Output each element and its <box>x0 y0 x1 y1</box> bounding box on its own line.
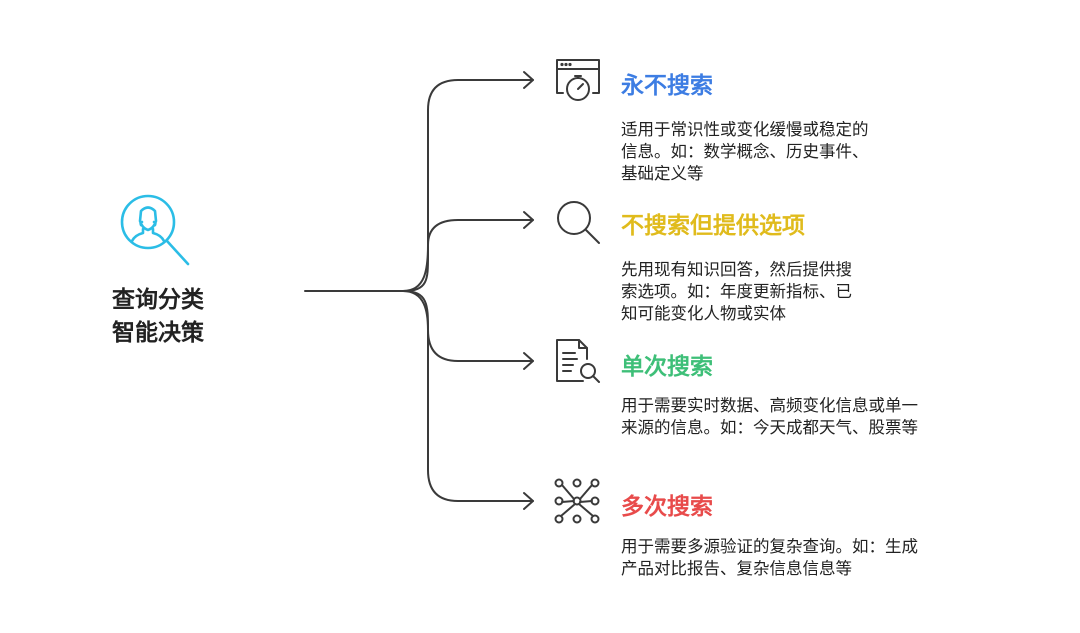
arrow-head-1 <box>523 71 534 89</box>
branch-4-desc-line: 产品对比报告、复杂信息信息等 <box>621 559 852 578</box>
branch-4-title: 多次搜索 <box>621 494 713 520</box>
branch-2-desc-line: 知可能变化人物或实体 <box>621 304 786 323</box>
connector-branch-1 <box>402 79 534 292</box>
branch-3-desc-line: 来源的信息。如：今天成都天气、股票等 <box>621 418 918 437</box>
user-search-icon <box>120 194 190 266</box>
branch-3-title: 单次搜索 <box>621 354 713 380</box>
branch-1-description: 适用于常识性或变化缓慢或稳定的 信息。如：数学概念、历史事件、 基础定义等 <box>621 119 981 185</box>
connector-branch-2 <box>402 219 534 292</box>
branch-2-desc-line: 索选项。如：年度更新指标、已 <box>621 282 852 301</box>
connector-branch-3 <box>402 290 534 362</box>
branch-1-desc-line: 信息。如：数学概念、历史事件、 <box>621 142 869 161</box>
branch-1-title: 永不搜索 <box>621 73 713 99</box>
root-title-line-2: 智能决策 <box>112 320 204 346</box>
root-title: 查询分类 智能决策 <box>88 284 228 350</box>
magnifier-icon <box>557 201 600 244</box>
document-search-icon <box>556 339 600 383</box>
arrow-head-4 <box>523 492 534 510</box>
branch-1-desc-line: 适用于常识性或变化缓慢或稳定的 <box>621 120 869 139</box>
arrow-head-2 <box>523 211 534 229</box>
branch-4-desc-line: 用于需要多源验证的复杂查询。如：生成 <box>621 537 918 556</box>
connector-branch-4 <box>402 290 534 502</box>
branch-1-desc-line: 基础定义等 <box>621 164 704 183</box>
network-graph-icon <box>554 478 600 524</box>
root-title-line-1: 查询分类 <box>112 287 204 313</box>
branch-3-description: 用于需要实时数据、高频变化信息或单一 来源的信息。如：今天成都天气、股票等 <box>621 395 981 439</box>
branch-3-desc-line: 用于需要实时数据、高频变化信息或单一 <box>621 396 918 415</box>
branch-2-desc-line: 先用现有知识回答，然后提供搜 <box>621 260 852 279</box>
branch-4-description: 用于需要多源验证的复杂查询。如：生成 产品对比报告、复杂信息信息等 <box>621 536 981 580</box>
arrow-head-3 <box>523 352 534 370</box>
stopwatch-browser-icon <box>556 59 600 101</box>
branch-2-title: 不搜索但提供选项 <box>621 213 805 239</box>
branch-2-description: 先用现有知识回答，然后提供搜 索选项。如：年度更新指标、已 知可能变化人物或实体 <box>621 259 981 325</box>
